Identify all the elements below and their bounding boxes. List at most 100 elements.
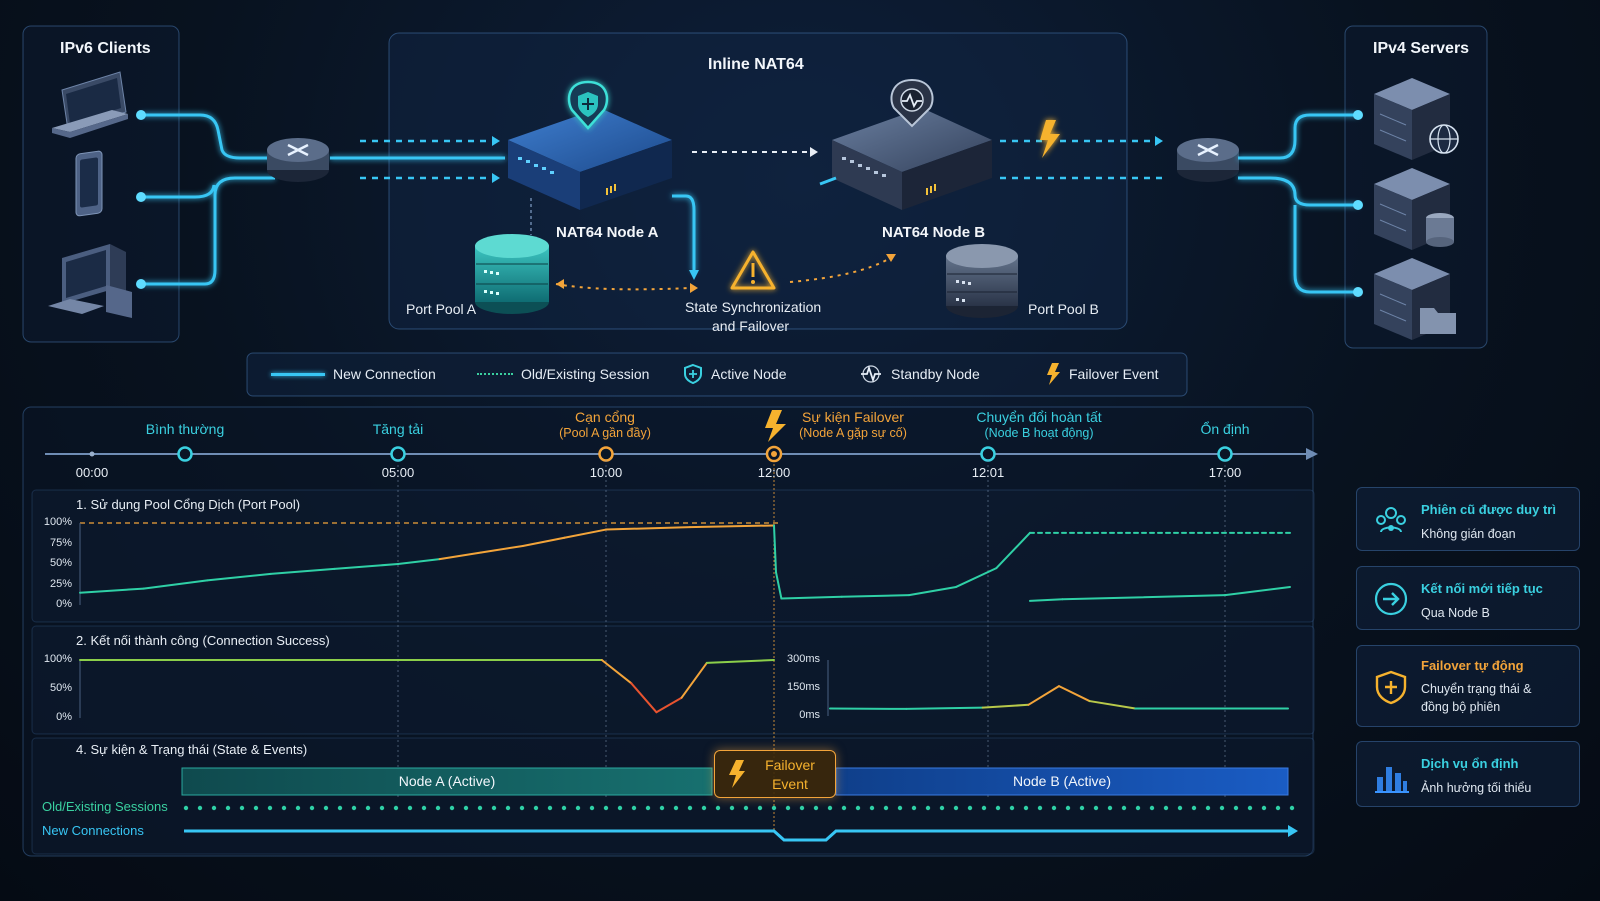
timeline-marker: [390, 446, 406, 462]
session-dot: [645, 805, 651, 811]
event-name: Sự kiện Failover: [802, 409, 904, 425]
left-router-icon: [267, 138, 329, 182]
state-sync-label-1: State Synchronization: [685, 299, 822, 315]
legend-active-node: Active Node: [683, 353, 786, 395]
session-dot: [1191, 805, 1197, 811]
port-pool-line-segment: [773, 524, 777, 574]
port-pool-line-segment: [438, 551, 483, 561]
port-pool-line-segment: [397, 558, 441, 565]
legend-standby-node: Standby Node: [859, 353, 980, 395]
session-dot: [1163, 805, 1169, 811]
session-dot: [785, 805, 791, 811]
node-a-active-bar: [181, 767, 713, 796]
side-card-desc-2: đồng bộ phiên: [1421, 700, 1501, 714]
latency-line-segment: [981, 703, 1030, 709]
port-pool-a-icon: [475, 234, 549, 314]
session-dot: [491, 805, 497, 811]
session-dot: [351, 805, 357, 811]
y-tick-label: 100%: [43, 516, 72, 528]
bar-chart-icon: [1375, 767, 1409, 793]
connection-success-line-segment: [655, 696, 683, 714]
session-dot: [197, 805, 203, 811]
session-dot: [1261, 805, 1267, 811]
side-card-title: Phiên cũ được duy trì: [1421, 502, 1556, 517]
session-dot: [897, 805, 903, 811]
session-dot: [505, 805, 511, 811]
desktop-computer-icon: [48, 244, 132, 318]
session-dot: [1009, 805, 1015, 811]
timeline-event-label: Cạn cổng(Pool A gần đầy): [559, 409, 651, 440]
port-pool-line-segment: [79, 587, 145, 594]
failover-bolt-icon-top: [1040, 120, 1060, 158]
timeline-event-label: Ổn định: [1200, 421, 1249, 437]
side-card-desc: Qua Node B: [1421, 606, 1490, 620]
connection-success-line-segment: [680, 661, 708, 699]
session-dot: [225, 805, 231, 811]
session-dot: [687, 805, 693, 811]
active-node-shield-icon: [567, 80, 609, 130]
session-dot: [421, 805, 427, 811]
session-dot: [463, 805, 469, 811]
timeline-event-label: Tăng tải: [373, 421, 424, 437]
port-pool-line-segment: [1224, 585, 1291, 597]
y-tick-label: 150ms: [786, 681, 820, 693]
timeline-marker-core: [771, 451, 777, 457]
timeline-time: 00:00: [75, 465, 109, 480]
session-dot: [1121, 805, 1127, 811]
port-pool-line-segment: [689, 524, 775, 529]
warning-triangle-icon: [730, 250, 776, 290]
node-a-active-label: Node A (Active): [398, 773, 496, 789]
pulse-icon: [861, 365, 881, 383]
old-sessions-label: Old/Existing Sessions: [42, 799, 168, 814]
port-pool-line-segment: [908, 585, 958, 597]
y-tick-label: 100%: [43, 653, 72, 665]
session-dot: [813, 805, 819, 811]
session-dot: [379, 805, 385, 811]
side-card-desc: Chuyển trạng thái &: [1421, 682, 1532, 696]
timeline-event-label: Bình thường: [146, 421, 225, 437]
y-tick-label: 0%: [56, 711, 72, 723]
event-name: Tăng tải: [372, 421, 424, 437]
session-dot: [393, 805, 399, 811]
session-dot: [869, 805, 875, 811]
node-b-active-label: Node B (Active): [1012, 773, 1112, 789]
session-dot: [519, 805, 525, 811]
session-dot: [589, 805, 595, 811]
port-pool-line-segment: [955, 567, 998, 588]
session-dot: [729, 805, 735, 811]
session-dot: [323, 805, 329, 811]
y-tick-label: 0ms: [799, 709, 820, 721]
session-dot: [603, 805, 609, 811]
y-tick-label: 50%: [49, 557, 72, 569]
y-tick-label: 25%: [49, 577, 72, 590]
event-subtitle: (Node B hoạt động): [984, 426, 1094, 440]
session-dot: [799, 805, 805, 811]
timeline-time: 17:00: [1208, 465, 1242, 480]
port-pool-a-label: Port Pool A: [406, 301, 477, 317]
session-dot: [1135, 805, 1141, 811]
timeline-time: 12:00: [757, 465, 791, 480]
side-card-title: Dịch vụ ổn định: [1421, 756, 1519, 771]
people-network-icon: [1376, 507, 1406, 533]
session-dot: [547, 805, 553, 811]
session-dot: [533, 805, 539, 811]
timeline-time: 10:00: [589, 465, 623, 480]
session-dot: [449, 805, 455, 811]
session-dot: [995, 805, 1001, 811]
side-card-title: Failover tự động: [1421, 658, 1524, 673]
nat64-node-a-device: [508, 108, 672, 210]
lightning-bolt-icon: [729, 760, 745, 788]
side-card-title: Kết nối mới tiếp tục: [1421, 581, 1543, 596]
y-tick-label: 0%: [56, 598, 72, 610]
port-pool-line-segment: [840, 594, 911, 598]
port-pool-line-segment: [206, 572, 272, 582]
session-dot: [925, 805, 931, 811]
failover-event-badge: Failover Event: [714, 750, 836, 798]
session-dot: [883, 805, 889, 811]
ipv6-clients-title: IPv6 Clients: [60, 40, 151, 57]
